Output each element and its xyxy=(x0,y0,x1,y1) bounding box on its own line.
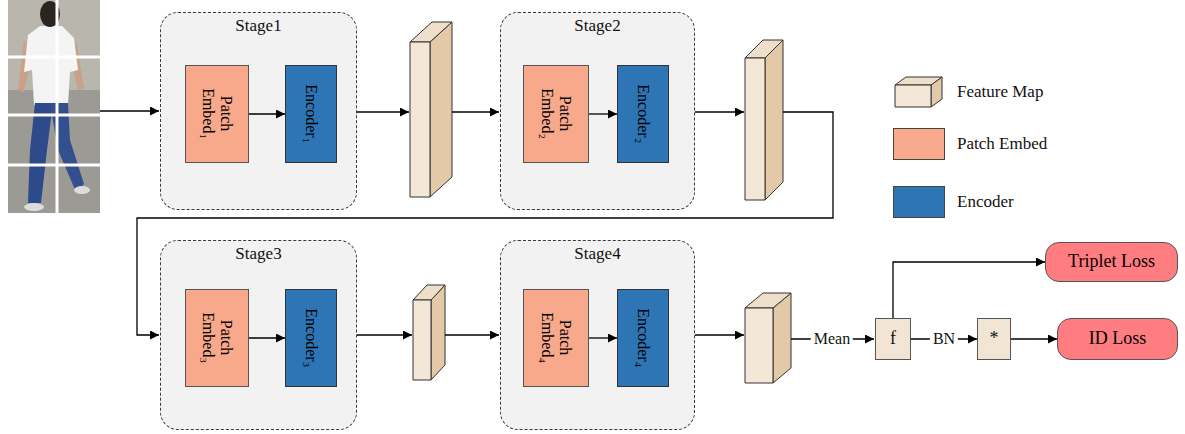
box-label: Patch Embed₃ xyxy=(199,294,234,382)
box-label: f xyxy=(890,329,896,349)
patch-embed-box: Patch Embed₄ xyxy=(523,289,589,387)
connector xyxy=(589,113,617,114)
legend-row: Encoder xyxy=(893,186,1014,218)
encoder-box: Encoder₃ xyxy=(285,289,337,387)
feature-map xyxy=(745,293,791,383)
connector xyxy=(893,262,1045,318)
legend-text: Patch Embed xyxy=(957,135,1047,154)
legend-swatch xyxy=(893,128,945,160)
stage-box: Stage2Patch Embed₂ Encoder₂ xyxy=(500,12,695,210)
legend-swatch xyxy=(893,186,945,218)
connector xyxy=(589,337,617,338)
encoder-box: Encoder₁ xyxy=(285,65,337,163)
box-label: Encoder₁ xyxy=(302,70,320,158)
feature-box: f xyxy=(875,318,911,360)
edge-label-holder: BN xyxy=(930,330,958,348)
stage-title: Stage4 xyxy=(501,241,694,264)
stage-title: Stage3 xyxy=(161,241,356,264)
box-label: ID Loss xyxy=(1089,329,1147,349)
legend-row: Patch Embed xyxy=(893,128,1047,160)
box-label: Patch Embed₄ xyxy=(538,294,573,382)
box-label: Patch Embed₂ xyxy=(538,70,573,158)
loss-box: ID Loss xyxy=(1057,318,1178,360)
stage-box: Stage4Patch Embed₄ Encoder₄ xyxy=(500,240,695,430)
patch-embed-box: Patch Embed₂ xyxy=(523,65,589,163)
legend-cube xyxy=(893,76,945,108)
stage-box: Stage3Patch Embed₃ Encoder₃ xyxy=(160,240,357,430)
connector xyxy=(249,113,285,114)
box-label: Encoder₂ xyxy=(634,70,652,158)
box-label: Triplet Loss xyxy=(1068,252,1155,272)
feature-map xyxy=(410,22,452,197)
box-label: Encoder₄ xyxy=(634,294,652,382)
legend-text: Feature Map xyxy=(957,83,1043,102)
operation-label: Mean xyxy=(811,330,853,348)
legend-row: Feature Map xyxy=(893,76,1043,108)
stage-title: Stage1 xyxy=(161,13,356,36)
connector xyxy=(1011,338,1057,339)
encoder-box: Encoder₄ xyxy=(617,289,669,387)
box-label: * xyxy=(990,329,999,349)
encoder-box: Encoder₂ xyxy=(617,65,669,163)
patch-embed-box: Patch Embed₁ xyxy=(185,65,249,163)
label-text: Mean xyxy=(811,330,853,348)
person-image xyxy=(8,0,100,213)
feature-map xyxy=(745,40,783,200)
connector xyxy=(249,337,285,338)
feature-box: * xyxy=(977,318,1011,360)
feature-map xyxy=(413,285,445,380)
loss-box: Triplet Loss xyxy=(1045,242,1178,282)
box-label: Patch Embed₁ xyxy=(199,70,234,158)
stage-box: Stage1Patch Embed₁ Encoder₁ xyxy=(160,12,357,210)
box-label: Encoder₃ xyxy=(302,294,320,382)
patch-embed-box: Patch Embed₃ xyxy=(185,289,249,387)
stage-title: Stage2 xyxy=(501,13,694,36)
edge-label: BN xyxy=(930,330,958,348)
legend-text: Encoder xyxy=(957,193,1014,212)
